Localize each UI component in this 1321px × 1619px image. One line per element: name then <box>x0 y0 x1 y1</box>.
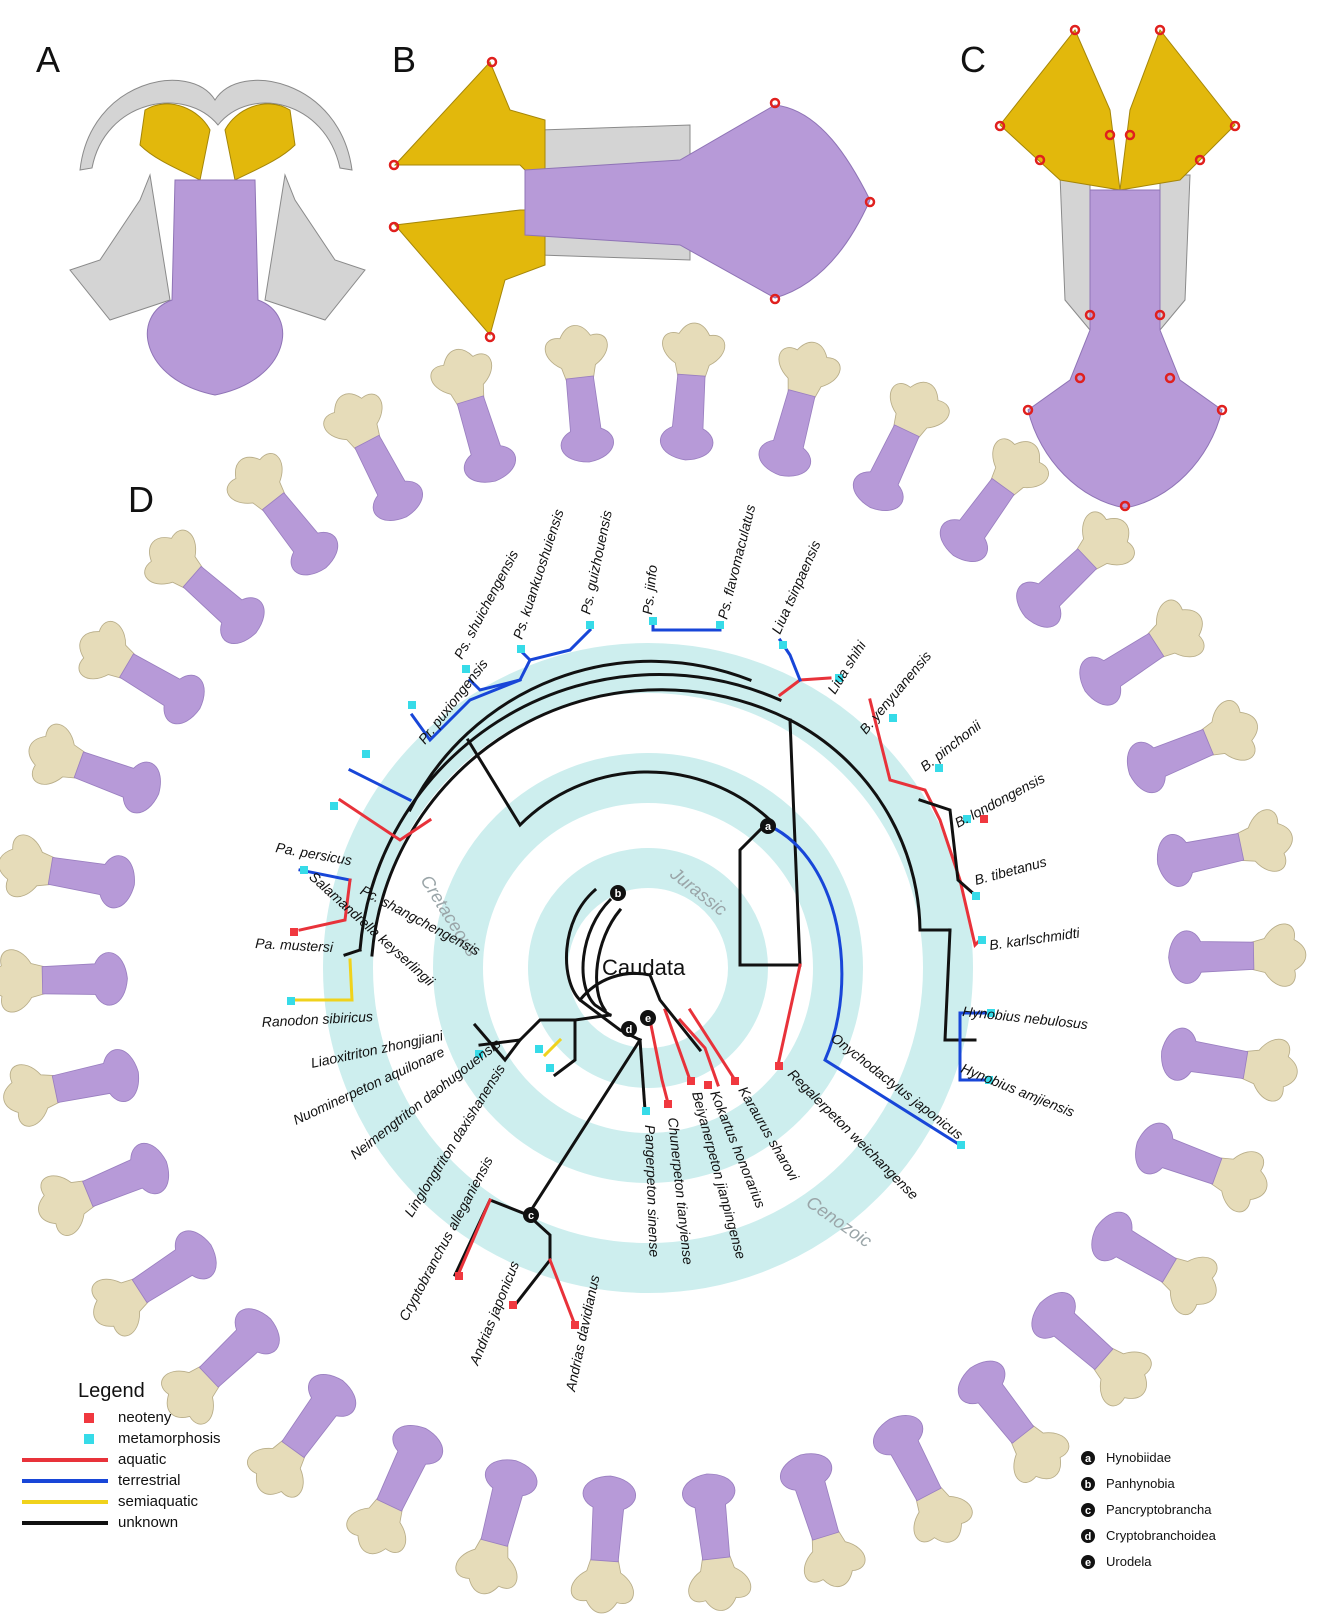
parasphenoid-illustration <box>1127 1113 1277 1219</box>
parasphenoid-illustration <box>1004 500 1147 640</box>
taxon-label: B. londongensis <box>952 770 1047 831</box>
clade-badge-letter: c <box>1085 1505 1091 1517</box>
panel-label-d: D <box>128 479 154 520</box>
panel-a: A <box>36 39 365 395</box>
node-a: a <box>765 821 772 833</box>
parasphenoid-illustration <box>132 519 276 656</box>
parasphenoid-illustration <box>28 1133 179 1243</box>
clade-name: Hynobiidae <box>1106 1450 1171 1465</box>
vomer-lower-b <box>395 210 545 335</box>
jaw-bone-a <box>80 80 352 170</box>
legend-label-terrestrial: terrestrial <box>118 1472 181 1489</box>
taxon-label: Ps. jinfo <box>639 564 660 615</box>
vomer-left-c <box>1000 30 1120 190</box>
legend-label-metamorphosis: metamorphosis <box>118 1430 221 1447</box>
vomer-left-a <box>140 104 210 180</box>
clade-key: a Hynobiidae b Panhynobia c Pancryptobrancha d… <box>1081 1450 1217 1569</box>
panel-c: C <box>960 26 1239 510</box>
clade-name: Cryptobranchoidea <box>1106 1528 1217 1543</box>
parasphenoid-illustration <box>451 1453 546 1602</box>
parasphenoid-illustration <box>216 441 350 587</box>
clade-name: Urodela <box>1106 1554 1152 1569</box>
parasphenoid-illustration <box>1118 693 1269 803</box>
vomer-right-a <box>225 104 295 180</box>
legend-label-neoteny: neoteny <box>118 1409 172 1426</box>
parasphenoid-illustration <box>750 335 845 484</box>
node-b: b <box>615 888 622 900</box>
parasphenoid-c <box>1028 190 1222 508</box>
legend-label-unknown: unknown <box>118 1514 178 1531</box>
root-label: Caudata <box>602 955 686 980</box>
taxon-label: Pa. mustersi <box>255 935 334 955</box>
node-c: c <box>528 1210 534 1222</box>
parasphenoid-illustration <box>79 1219 228 1346</box>
clade-badge-letter: d <box>1085 1531 1092 1543</box>
parasphenoid-illustration <box>1168 923 1307 988</box>
panel-label-a: A <box>36 39 60 80</box>
parasphenoid-illustration <box>339 1415 454 1566</box>
parasphenoid-illustration <box>19 717 169 823</box>
parasphenoid-illustration <box>1157 1020 1303 1104</box>
parasphenoid-illustration <box>862 1405 981 1556</box>
parasphenoid-illustration <box>66 612 216 736</box>
parasphenoid-illustration <box>928 426 1059 574</box>
taxon-label: Andrias davidianus <box>562 1274 602 1394</box>
vomer-upper-b <box>395 62 545 190</box>
parasphenoid-illustration <box>1080 1200 1230 1324</box>
node-d: d <box>626 1024 633 1036</box>
legend-swatch-metamorphosis <box>84 1434 94 1444</box>
parasphenoid-illustration <box>237 1362 368 1510</box>
taxon-label: B. karlschmidti <box>988 924 1081 953</box>
parasphenoid-illustration <box>676 1470 754 1613</box>
parasphenoid-illustration <box>0 1041 145 1130</box>
legend-label-aquatic: aquatic <box>118 1451 167 1468</box>
parasphenoid-illustration <box>543 322 621 465</box>
legend-title: Legend <box>78 1380 145 1402</box>
parasphenoid-illustration <box>1019 1280 1163 1417</box>
clade-name: Panhynobia <box>1106 1476 1175 1491</box>
legend-label-semiaquatic: semiaquatic <box>118 1493 199 1510</box>
clade-badge-letter: b <box>1085 1479 1092 1491</box>
parasphenoid-illustration <box>0 832 139 916</box>
taxon-label: Liua shihi <box>824 637 869 696</box>
pterygoid-left-a <box>70 175 170 320</box>
taxon-label: B. yenyuanensis <box>856 648 934 737</box>
taxon-label: Andrias japonicus <box>466 1259 523 1368</box>
taxon-label: Ps. shuichengensis <box>451 547 522 661</box>
pterygoid-left-c <box>1060 175 1090 330</box>
taxon-label: B. tibetanus <box>973 853 1049 888</box>
parasphenoid-illustration <box>315 381 434 532</box>
clade-badge-letter: e <box>1085 1557 1091 1569</box>
taxon-label: Hynobius nebulosus <box>962 1003 1089 1032</box>
parasphenoid-illustration <box>0 947 128 1012</box>
taxon-label: Hynobius amjiensis <box>959 1060 1077 1120</box>
taxon-label: Ps. kuankuoshuiensis <box>510 507 567 641</box>
parasphenoid-illustration <box>842 370 957 521</box>
taxon-label: Liua tsinpaensis <box>768 538 823 636</box>
clade-name: Pancryptobrancha <box>1106 1502 1212 1517</box>
legend-swatch-neoteny <box>84 1413 94 1423</box>
parasphenoid-illustration <box>425 341 525 491</box>
taxon-label: Pangerpeton sinense <box>642 1125 663 1258</box>
taxon-label: Pa. persicus <box>274 839 353 868</box>
panel-label-c: C <box>960 39 986 80</box>
clade-badge-letter: a <box>1085 1453 1092 1465</box>
panel-b: B <box>392 39 870 335</box>
parasphenoid-illustration <box>570 1474 642 1615</box>
parasphenoid-illustration <box>1151 806 1298 895</box>
parasphenoid-illustration <box>946 1349 1080 1495</box>
node-e: e <box>645 1013 651 1025</box>
pterygoid-right-c <box>1160 175 1190 330</box>
panel-label-b: B <box>392 39 416 80</box>
parasphenoid-illustration <box>654 321 726 462</box>
taxon-label: Ps. guizhouensis <box>577 509 615 616</box>
taxon-label: Ps. flavomaculatus <box>714 503 758 621</box>
vomer-right-c <box>1120 30 1235 190</box>
parasphenoid-illustration <box>1068 590 1217 717</box>
taxon-label: B. pinchonii <box>917 717 985 775</box>
pterygoid-right-a <box>265 175 365 320</box>
parasphenoid-illustration <box>771 1446 871 1596</box>
